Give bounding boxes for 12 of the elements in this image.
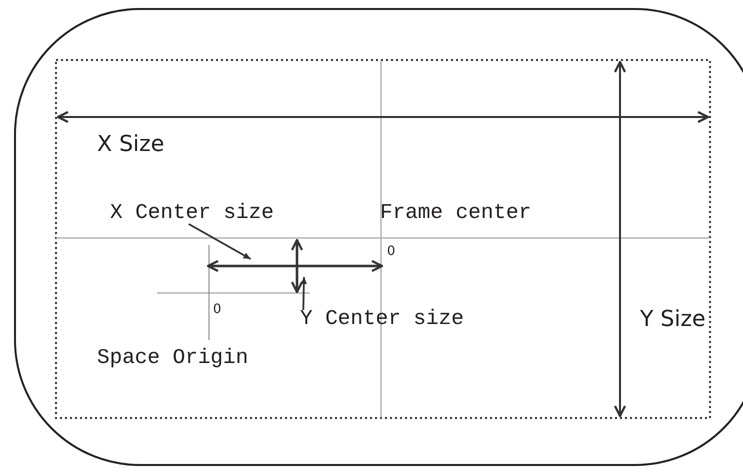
leader-line <box>300 276 308 310</box>
double-arrow <box>206 260 384 272</box>
dimension-label: Frame center <box>380 203 532 224</box>
dimension-label: Y Size <box>640 309 706 331</box>
coordinate-label: 0 <box>387 245 396 258</box>
callout-text: Y Center size <box>300 309 464 330</box>
double-arrow <box>290 238 304 294</box>
leader-line <box>188 223 252 260</box>
callout-text: X Center size <box>110 203 274 224</box>
text-label: Space Origin <box>97 348 248 369</box>
dimension-label: X Size <box>97 134 164 156</box>
coordinate-label: 0 <box>213 303 222 316</box>
